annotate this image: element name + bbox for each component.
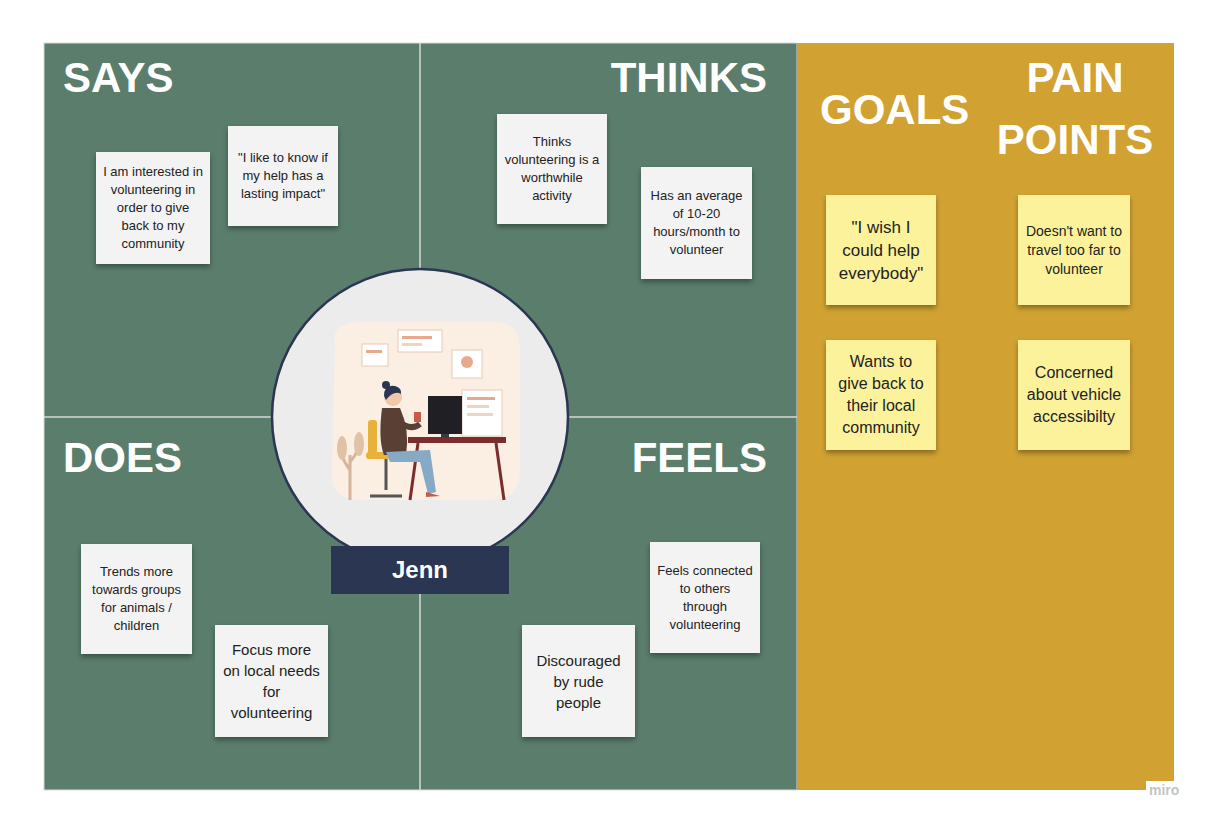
cup (414, 412, 421, 422)
plant-leaf (337, 436, 347, 460)
note-text: Trends more towards groups for animals /… (88, 563, 185, 635)
sticky-note: Discouraged by rude people (522, 625, 635, 737)
note-text: Focus more on local needs for volunteeri… (222, 639, 321, 723)
chair-base (370, 495, 402, 498)
window-line (402, 343, 422, 346)
sticky-note: "I like to know if my help has a lasting… (228, 126, 338, 226)
persona-name-bar: Jenn (331, 546, 509, 594)
green-ground (44, 43, 797, 790)
shoe (426, 492, 440, 497)
section-heading: FEELS (632, 434, 767, 482)
sticky-note: Wants to give back to their local commun… (826, 340, 936, 450)
window-line (467, 397, 495, 400)
sticky-note: Trends more towards groups for animals /… (81, 544, 192, 654)
note-text: Doesn't want to travel too far to volunt… (1025, 222, 1123, 279)
note-text: Feels connected to others through volunt… (657, 562, 753, 634)
trousers (386, 450, 436, 494)
sticky-note: Thinks volunteering is a worthwhile acti… (497, 114, 607, 224)
plant (337, 432, 364, 500)
window-card (462, 390, 502, 436)
quadrant-region: THINKSThinks volunteering is a worthwhil… (420, 43, 797, 417)
plant-leaf (354, 432, 364, 456)
monitor-stand (441, 434, 449, 438)
persona-name: Jenn (392, 556, 448, 584)
note-text: I am interested in volunteering in order… (103, 163, 203, 253)
window-card (362, 344, 388, 366)
desk (408, 396, 506, 500)
desk-top (408, 437, 506, 443)
border-line (44, 43, 797, 790)
section-heading: PAIN POINTS (980, 47, 1170, 171)
watermark: miro (1146, 781, 1182, 799)
note-text: Has an average of 10-20 hours/month to v… (648, 187, 745, 259)
section-heading: SAYS (63, 54, 174, 102)
note-text: "I like to know if my help has a lasting… (235, 149, 331, 203)
quadrant-region: SAYS I am interested in volunteering in o… (44, 43, 420, 417)
window-line (366, 350, 382, 353)
portrait-circle (272, 269, 568, 565)
jacket (380, 408, 407, 455)
goals-pain-panel: GOALSPAIN POINTS "I wish I could help eve… (797, 43, 1174, 790)
sticky-note: Concerned about vehicle accessibilty (1018, 340, 1130, 450)
window-line (467, 405, 489, 408)
sticky-note: Focus more on local needs for volunteeri… (215, 625, 328, 737)
backdrop-blob (332, 322, 520, 500)
hair-bun (382, 381, 390, 389)
monitor (428, 396, 462, 434)
quadrant-region: FEELS Feels connected to others through v… (420, 417, 797, 790)
window-icon (461, 356, 473, 368)
woman-at-desk (366, 381, 440, 497)
sticky-note: Feels connected to others through volunt… (650, 542, 760, 653)
sticky-note: Doesn't want to travel too far to volunt… (1018, 195, 1130, 305)
section-heading: THINKS (611, 54, 767, 102)
quadrant-region: DOES Trends more towards groups for anima… (44, 417, 420, 790)
sticky-note: Has an average of 10-20 hours/month to v… (641, 167, 752, 279)
section-heading: GOALS (820, 86, 969, 134)
window-card (452, 350, 482, 378)
chair-post (385, 459, 388, 490)
window-card (398, 330, 442, 352)
window-line (467, 413, 493, 416)
note-text: "I wish I could help everybody" (833, 216, 929, 285)
note-text: Concerned about vehicle accessibilty (1025, 362, 1123, 428)
chair-back (368, 420, 377, 454)
sticky-note: "I wish I could help everybody" (826, 195, 936, 305)
window-line (402, 336, 432, 339)
desk-leg (496, 443, 504, 500)
note-text: Discouraged by rude people (529, 650, 628, 713)
section-heading: DOES (63, 434, 182, 482)
sticky-note: I am interested in volunteering in order… (96, 152, 210, 264)
note-text: Thinks volunteering is a worthwhile acti… (504, 133, 600, 205)
note-text: Wants to give back to their local commun… (833, 351, 929, 439)
